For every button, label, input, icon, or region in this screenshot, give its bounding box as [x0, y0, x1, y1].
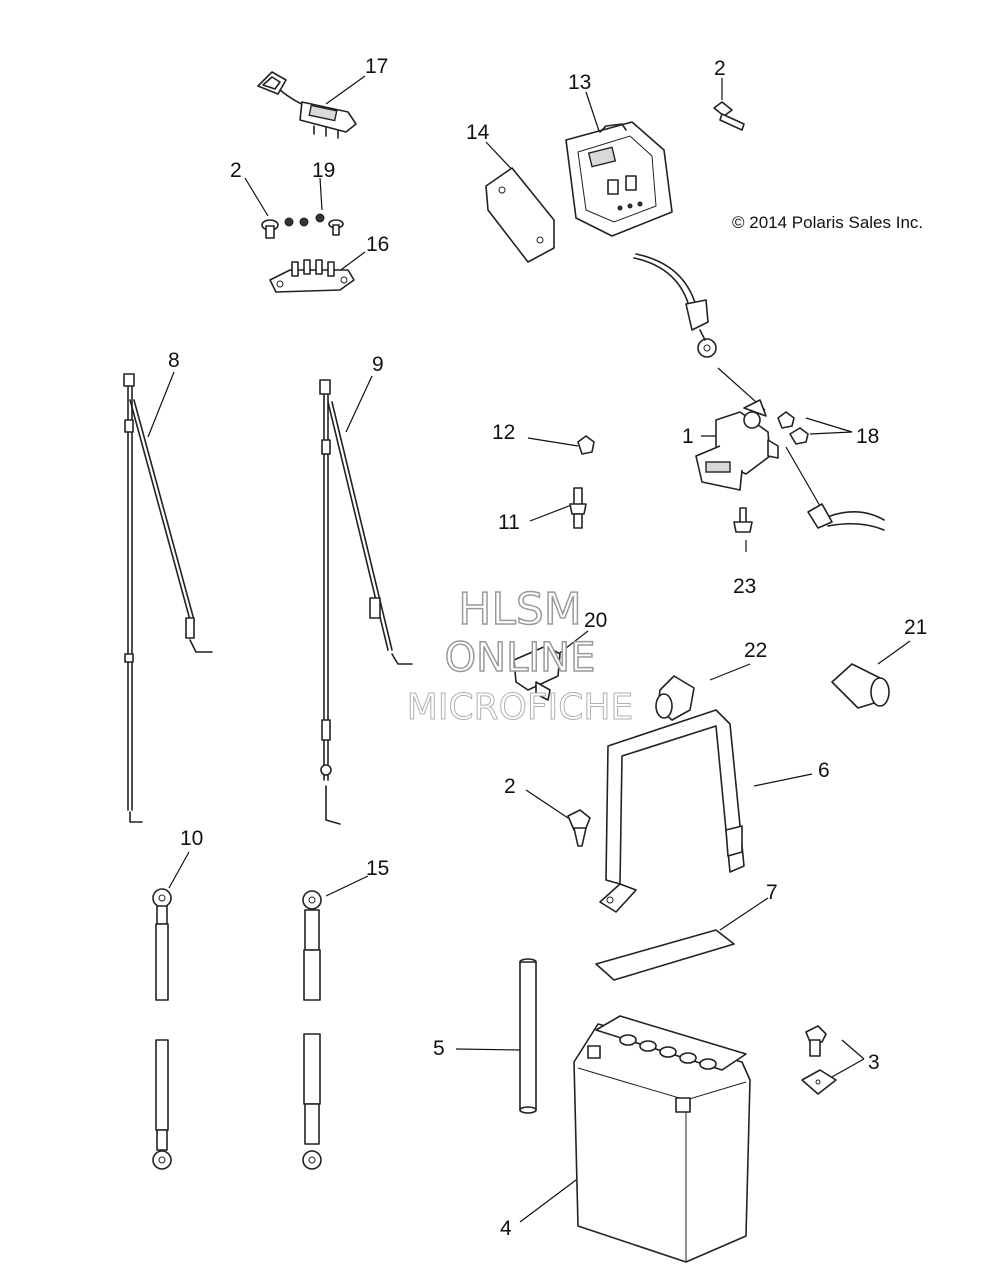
callout-8: 8: [168, 349, 180, 372]
leader-lines: [147, 75, 911, 1223]
callout-16: 16: [366, 233, 390, 256]
watermark-line-3: MICROFICHE: [406, 687, 634, 728]
callout-11: 11: [498, 511, 520, 534]
callout-22: 22: [744, 639, 768, 662]
callout-1: 1: [682, 425, 694, 448]
callout-14: 14: [466, 121, 490, 144]
battery-strap-part: [599, 709, 745, 913]
nut-part-12: [577, 435, 595, 455]
screw-part-top: [713, 101, 745, 131]
pad-part-7: [595, 929, 735, 981]
callout-3: 3: [868, 1051, 880, 1074]
bolt-nut-part-3: [801, 1025, 837, 1095]
callout-15: 15: [366, 857, 390, 880]
stud-part-11: [569, 487, 587, 529]
callout-10: 10: [180, 827, 204, 850]
copyright-notice: © 2014 Polaris Sales Inc.: [732, 213, 924, 232]
bolt-part-23: [733, 507, 753, 533]
vent-tube-part: [519, 958, 537, 1114]
control-module-part: [565, 121, 673, 237]
terminal-boot-part-21: [831, 663, 890, 709]
callout-18: 18: [856, 425, 880, 448]
nuts-part: [777, 411, 809, 445]
callout-9: 9: [372, 353, 384, 376]
callout-4: 4: [500, 1217, 512, 1240]
callout-20: 20: [584, 609, 608, 632]
terminal-block-part: [269, 259, 355, 293]
battery-part: [573, 1015, 751, 1263]
starter-cable-part: [807, 503, 885, 531]
callout-19: 19: [312, 159, 336, 182]
cable-part-8: [123, 373, 213, 823]
callout-2-left: 2: [230, 159, 242, 182]
callout-13: 13: [568, 71, 592, 94]
watermark-line-1: HLSM: [458, 584, 583, 635]
cable-part-15: [302, 890, 322, 1170]
terminal-boot-part-22: [655, 675, 695, 721]
solenoid-cable-part: [633, 253, 717, 358]
callout-2-top: 2: [714, 57, 726, 80]
cable-part-10: [152, 888, 172, 1170]
callout-17: 17: [365, 55, 389, 78]
callout-21: 21: [904, 616, 928, 639]
callout-7: 7: [766, 881, 778, 904]
cap-part-20: [513, 645, 561, 701]
callout-6: 6: [818, 759, 830, 782]
callout-12: 12: [492, 421, 516, 444]
watermark-line-2: ONLINE: [444, 635, 596, 681]
callout-23: 23: [733, 575, 757, 598]
callout-2-strap: 2: [504, 775, 516, 798]
cable-part-9: [319, 379, 413, 825]
callout-5: 5: [433, 1037, 445, 1060]
screw-part-strap: [567, 809, 591, 847]
cover-plate-part: [485, 167, 555, 263]
connector-cap-part: [257, 71, 357, 139]
screw-and-nuts-part: [261, 213, 344, 239]
starter-solenoid-part: [695, 399, 779, 491]
